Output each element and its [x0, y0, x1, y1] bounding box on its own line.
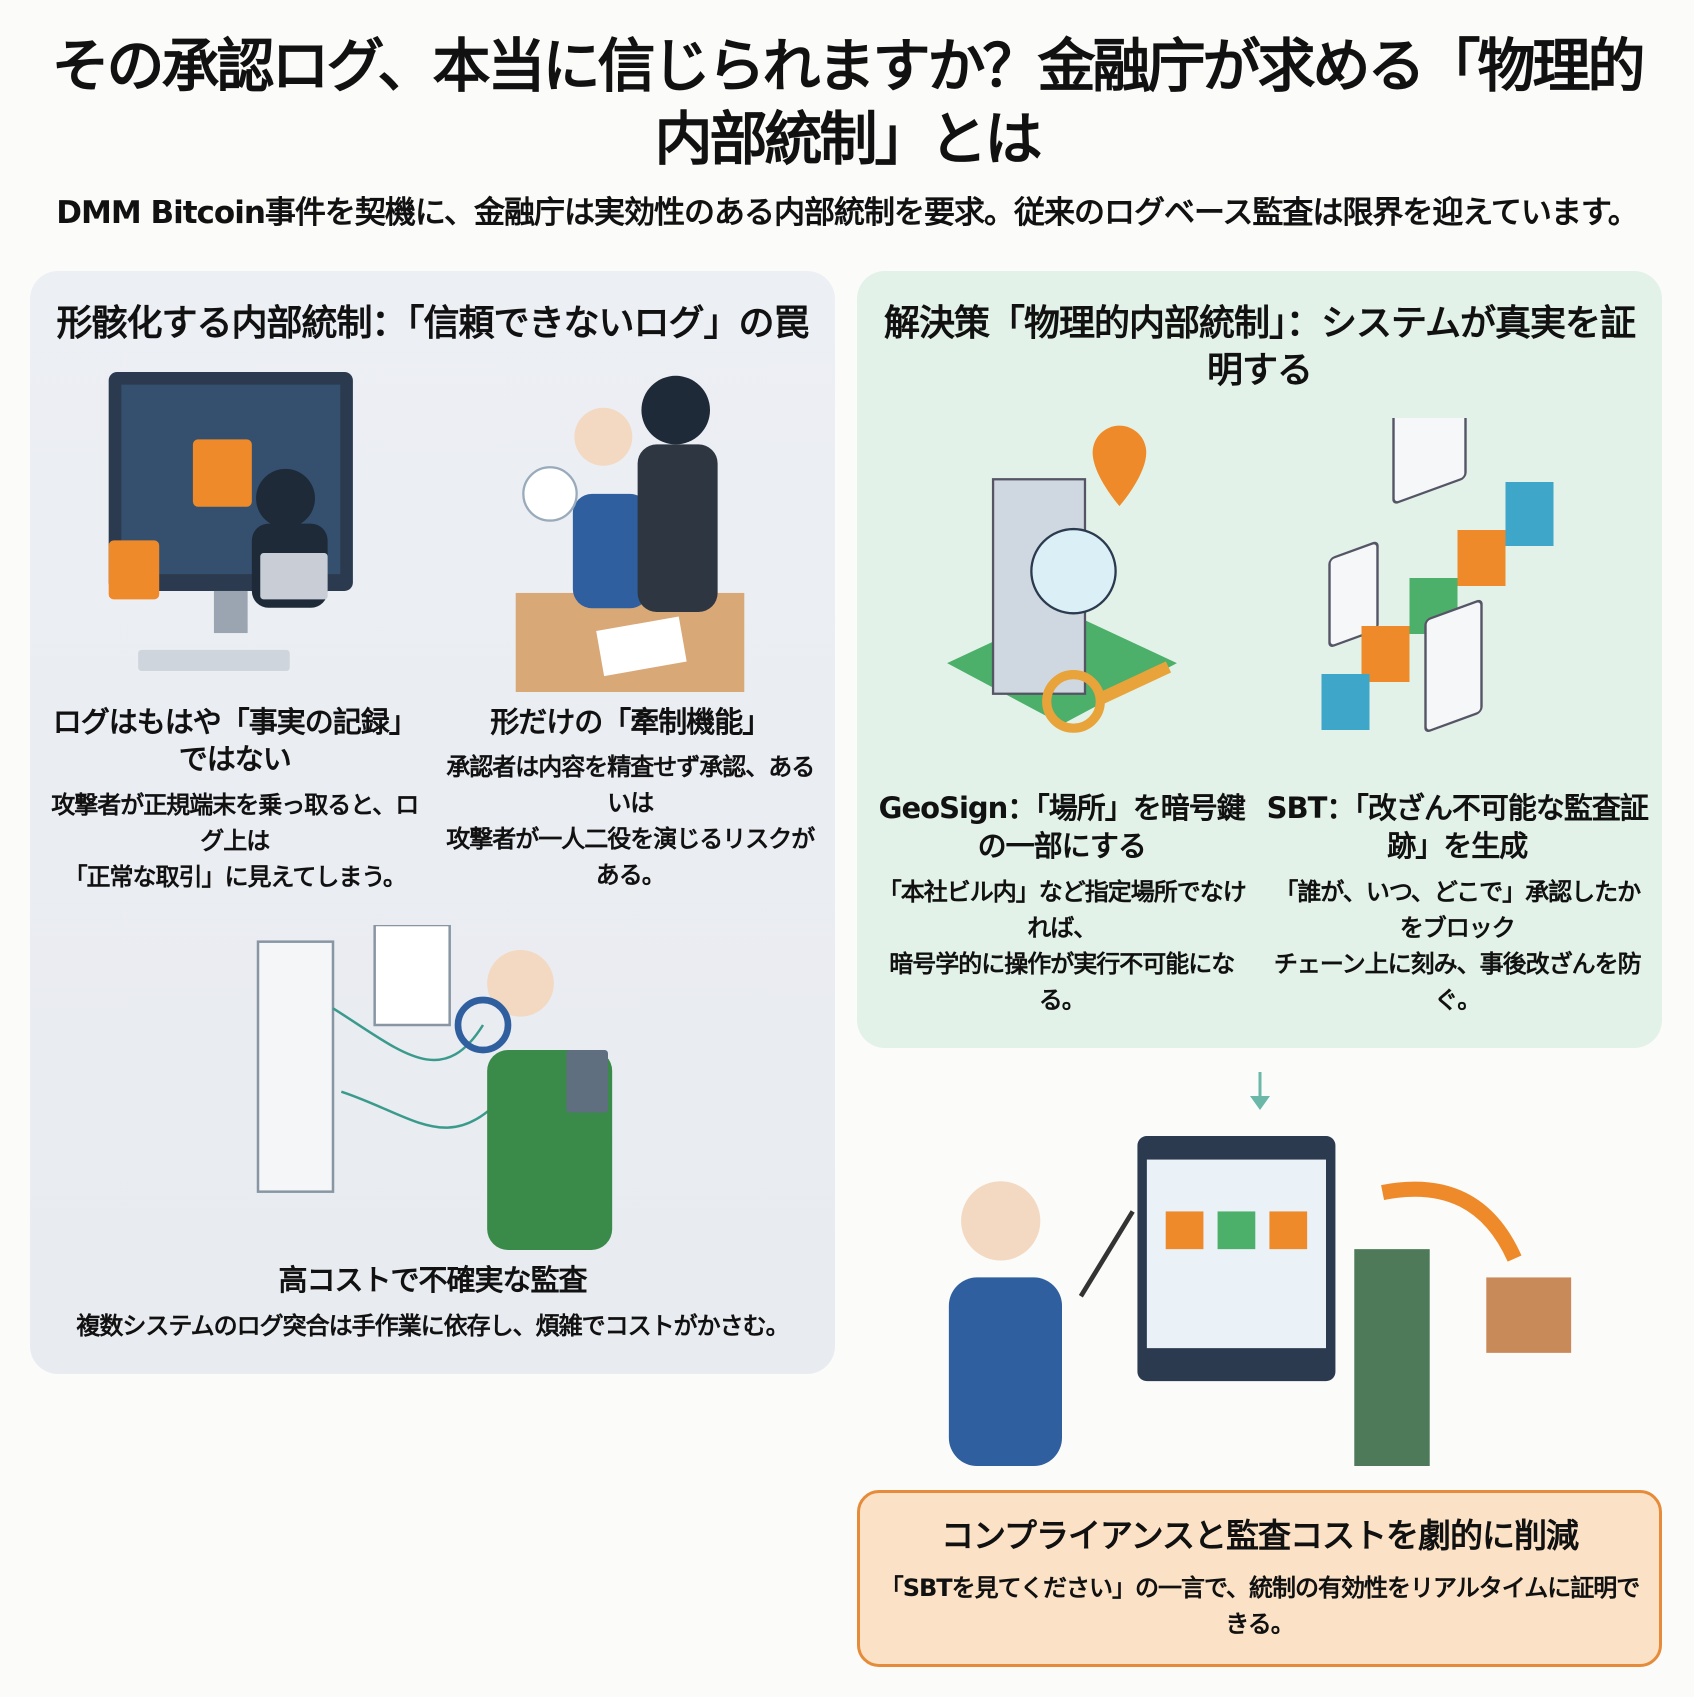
reduce-arrow-icon — [1380, 1181, 1521, 1262]
problem-column: 形骸化する内部統制：「信頼できないログ」の罠 ログはもはや「事実の記録」ではない… — [30, 270, 835, 1374]
down-arrow-icon — [1249, 1071, 1270, 1110]
broken-padlock-icon — [192, 439, 252, 507]
card-title-control: 形だけの「牽制機能」 — [490, 704, 771, 739]
card-body-line: チェーン上に刻み、事後改ざんを防ぐ。 — [1273, 949, 1642, 1014]
problem-heading: 形骸化する内部統制：「信頼できないログ」の罠 — [56, 302, 809, 344]
page-title: その承認ログ、本当に信じられますか？金融庁が求める「物理的内部統制」とは — [51, 32, 1646, 173]
document-stack-icon — [1353, 1248, 1430, 1466]
card-body-line: 攻撃者が一人二役を演じるリスクがある。 — [446, 825, 815, 890]
page-header: その承認ログ、本当に信じられますか？金融庁が求める「物理的内部統制」とは DMM… — [0, 0, 1694, 235]
card-body-line: 「誰が、いつ、どこで」承認したかをブロック — [1274, 877, 1641, 942]
blockchain-illustration — [1321, 418, 1554, 733]
card-body-line: 承認者は内容を精査せず承認、あるいは — [446, 753, 815, 818]
card-body-line: 攻撃者が正規端末を乗っ取ると、ログ上は — [51, 791, 419, 856]
card-control: 形だけの「牽制機能」 承認者は内容を精査せず承認、あるいは 攻撃者が一人二役を演… — [440, 372, 822, 895]
card-audit: 高コストで不確実な監査 複数システムのログ突合は手作業に依存し、煩雑でコストがか… — [44, 925, 821, 1344]
card-body-line: 「正常な取引」に見えてしまう。 — [63, 863, 407, 892]
approver-stamp-illustration — [515, 375, 745, 692]
solution-column: 解決策「物理的内部統制」：システムが真実を証明する GeoSign：「場所」を暗… — [857, 270, 1662, 1667]
location-pin-icon — [1092, 426, 1147, 507]
hacked-computer-illustration — [108, 371, 353, 671]
presenter-illustration — [948, 1135, 1571, 1466]
building-geolocation-illustration — [946, 426, 1177, 734]
page-subtitle: DMM Bitcoin事件を契機に、金融庁は実効性のある内部統制を要求。従来のロ… — [56, 195, 1639, 231]
manual-audit-illustration — [256, 925, 612, 1251]
stamp-bubble-icon — [522, 465, 579, 522]
card-title-audit: 高コストで不確実な監査 — [278, 1263, 587, 1298]
solution-panel: 解決策「物理的内部統制」：システムが真実を証明する GeoSign：「場所」を暗… — [857, 270, 1662, 1048]
card-body-line: 暗号学的に操作が実行不可能になる。 — [889, 949, 1235, 1014]
hacker-figure — [255, 468, 315, 528]
result-box: コンプライアンスと監査コストを劇的に削減 「SBTを見てください」の一言で、統制… — [857, 1489, 1662, 1667]
card-title-log: ログはもはや「事実の記録」ではない — [52, 704, 418, 777]
calculator-icon — [565, 1050, 608, 1113]
result-title: コンプライアンスと監査コストを劇的に削減 — [940, 1515, 1579, 1555]
card-sbt: SBT：「改ざん不可能な監査証跡」を生成 「誰が、いつ、どこで」承認したかをブロ… — [1267, 418, 1649, 1017]
problem-panel: 形骸化する内部統制：「信頼できないログ」の罠 ログはもはや「事実の記録」ではない… — [30, 270, 835, 1374]
solution-heading: 解決策「物理的内部統制」：システムが真実を証明する — [884, 302, 1636, 391]
padlock-icon — [108, 540, 159, 600]
card-body-line: 「本社ビル内」など指定場所でなければ、 — [877, 877, 1247, 942]
card-log: ログはもはや「事実の記録」ではない 攻撃者が正規端末を乗っ取ると、ログ上は 「正… — [44, 371, 426, 895]
card-title-geosign: GeoSign：「場所」を暗号鍵の一部にする — [878, 791, 1246, 864]
result-body: 「SBTを見てください」の一言で、統制の有効性をリアルタイムに証明できる。 — [879, 1573, 1641, 1638]
card-title-sbt: SBT：「改ざん不可能な監査証跡」を生成 — [1266, 791, 1649, 864]
card-geosign: GeoSign：「場所」を暗号鍵の一部にする 「本社ビル内」など指定場所でなけれ… — [871, 418, 1253, 1017]
card-body-line: 複数システムのログ突合は手作業に依存し、煩雑でコストがかさむ。 — [76, 1311, 789, 1340]
magnifier-icon — [454, 996, 511, 1054]
main-content: 形骸化する内部統制：「信頼できないログ」の罠 ログはもはや「事実の記録」ではない… — [0, 235, 1694, 1697]
box-icon — [1485, 1277, 1571, 1353]
